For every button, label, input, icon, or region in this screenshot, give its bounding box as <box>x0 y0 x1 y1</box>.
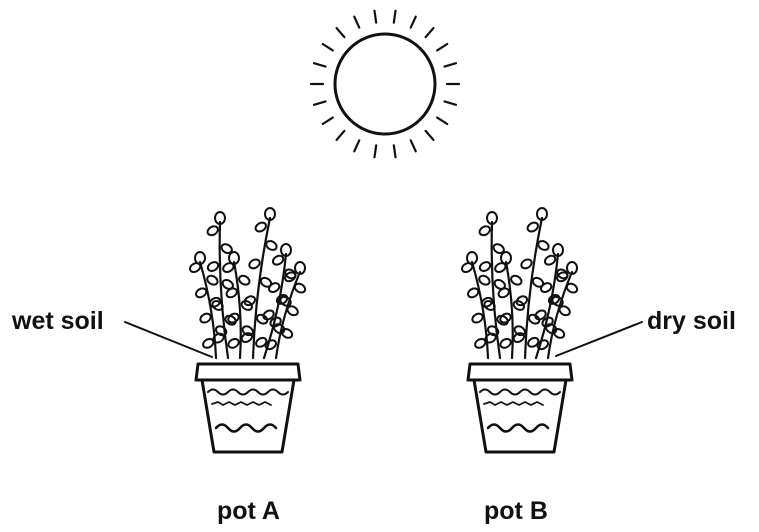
sun-ray <box>354 17 359 28</box>
wet-soil-leader-line <box>125 322 212 357</box>
sun-ray <box>374 11 376 23</box>
leaf <box>243 295 257 307</box>
dry-soil-label: dry soil <box>647 309 736 334</box>
leaf <box>509 274 523 286</box>
wet-soil-label: wet soil <box>12 309 104 334</box>
leaf <box>237 274 251 286</box>
leaf <box>199 312 213 324</box>
dry-soil-leader-line <box>556 322 642 356</box>
plant-icon <box>188 208 306 358</box>
plant-b <box>460 208 578 358</box>
sun-ray <box>437 44 447 50</box>
sun-ray <box>426 131 434 140</box>
leaf <box>265 239 279 251</box>
sun-ray <box>374 145 376 157</box>
leaf <box>499 337 513 349</box>
leaf <box>206 225 220 237</box>
sun-ray <box>411 140 416 151</box>
leaf <box>259 276 273 288</box>
leaf <box>206 260 220 272</box>
pot-b-icon <box>468 364 572 452</box>
plant-icon <box>460 208 578 358</box>
sun-ray <box>354 140 359 151</box>
leaf <box>267 281 281 293</box>
leaf <box>520 258 534 270</box>
leaf <box>515 295 529 307</box>
leaf <box>471 312 485 324</box>
sun-ray <box>314 101 326 104</box>
sun-ray <box>444 63 456 66</box>
sun-ray <box>314 63 326 66</box>
sun-ray <box>394 145 396 157</box>
leaf <box>537 239 551 251</box>
leaf <box>478 260 492 272</box>
pot-b-label: pot B <box>484 499 548 524</box>
leaf <box>227 337 241 349</box>
sun-ray <box>337 28 345 37</box>
leaf <box>478 274 492 286</box>
sun-icon <box>311 11 459 157</box>
leaf <box>531 276 545 288</box>
leaf <box>526 221 540 233</box>
sun-ray <box>426 28 434 37</box>
leaf <box>478 225 492 237</box>
sun-ray <box>444 101 456 104</box>
sun-ray <box>337 131 345 140</box>
pot-a-label: pot A <box>217 499 280 524</box>
plant-a <box>188 208 306 358</box>
leaf <box>248 258 262 270</box>
leaf <box>254 221 268 233</box>
sun-ray <box>411 17 416 28</box>
sun-ray <box>394 11 396 23</box>
leaf <box>539 281 553 293</box>
sun-ray <box>323 118 333 124</box>
leaf <box>206 274 220 286</box>
sun-ray <box>323 44 333 50</box>
sun-ray <box>437 118 447 124</box>
pot-a-icon <box>196 364 300 452</box>
